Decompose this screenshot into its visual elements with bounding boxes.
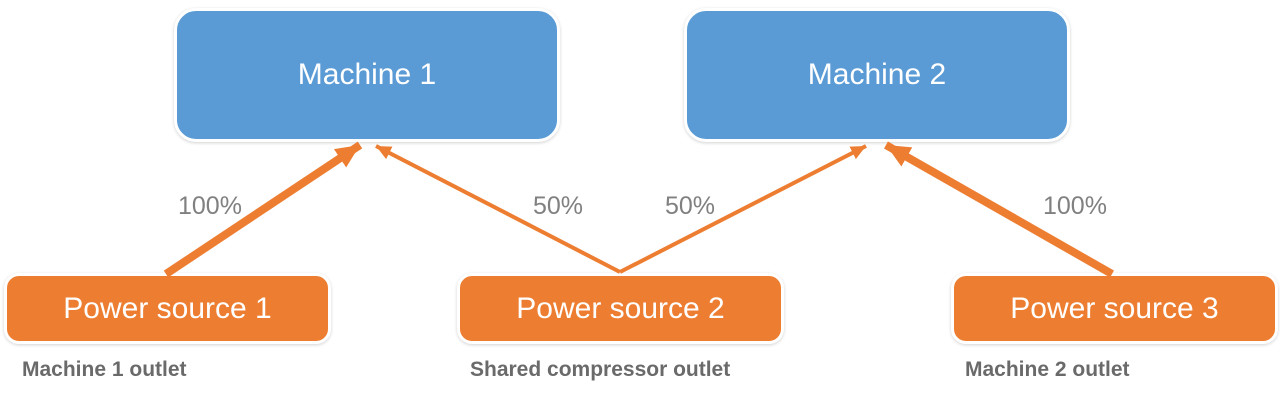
caption-power-source-3: Machine 2 outlet [965, 358, 1130, 381]
node-machine-1: Machine 1 [174, 8, 560, 142]
caption-power-source-1: Machine 1 outlet [22, 358, 187, 381]
node-machine-1-label: Machine 1 [297, 58, 437, 91]
node-power-source-2-label: Power source 2 [516, 291, 725, 325]
node-power-source-3-label: Power source 3 [1010, 291, 1219, 325]
arrow-label-source2-machine2: 50% [665, 192, 716, 220]
arrow-source2-to-machine1 [375, 144, 621, 274]
node-machine-2: Machine 2 [684, 8, 1070, 142]
node-machine-2-label: Machine 2 [807, 58, 947, 91]
node-power-source-1-label: Power source 1 [63, 291, 272, 325]
caption-power-source-2: Shared compressor outlet [470, 358, 731, 381]
arrow-source2-to-machine2 [619, 144, 867, 274]
arrow-label-source3-machine2: 100% [1043, 192, 1107, 220]
arrow-label-source2-machine1: 50% [533, 192, 584, 220]
node-power-source-1: Power source 1 [4, 273, 331, 344]
arrow-label-source1-machine1: 100% [178, 192, 242, 220]
node-power-source-2: Power source 2 [457, 273, 784, 344]
node-power-source-3: Power source 3 [951, 273, 1278, 344]
